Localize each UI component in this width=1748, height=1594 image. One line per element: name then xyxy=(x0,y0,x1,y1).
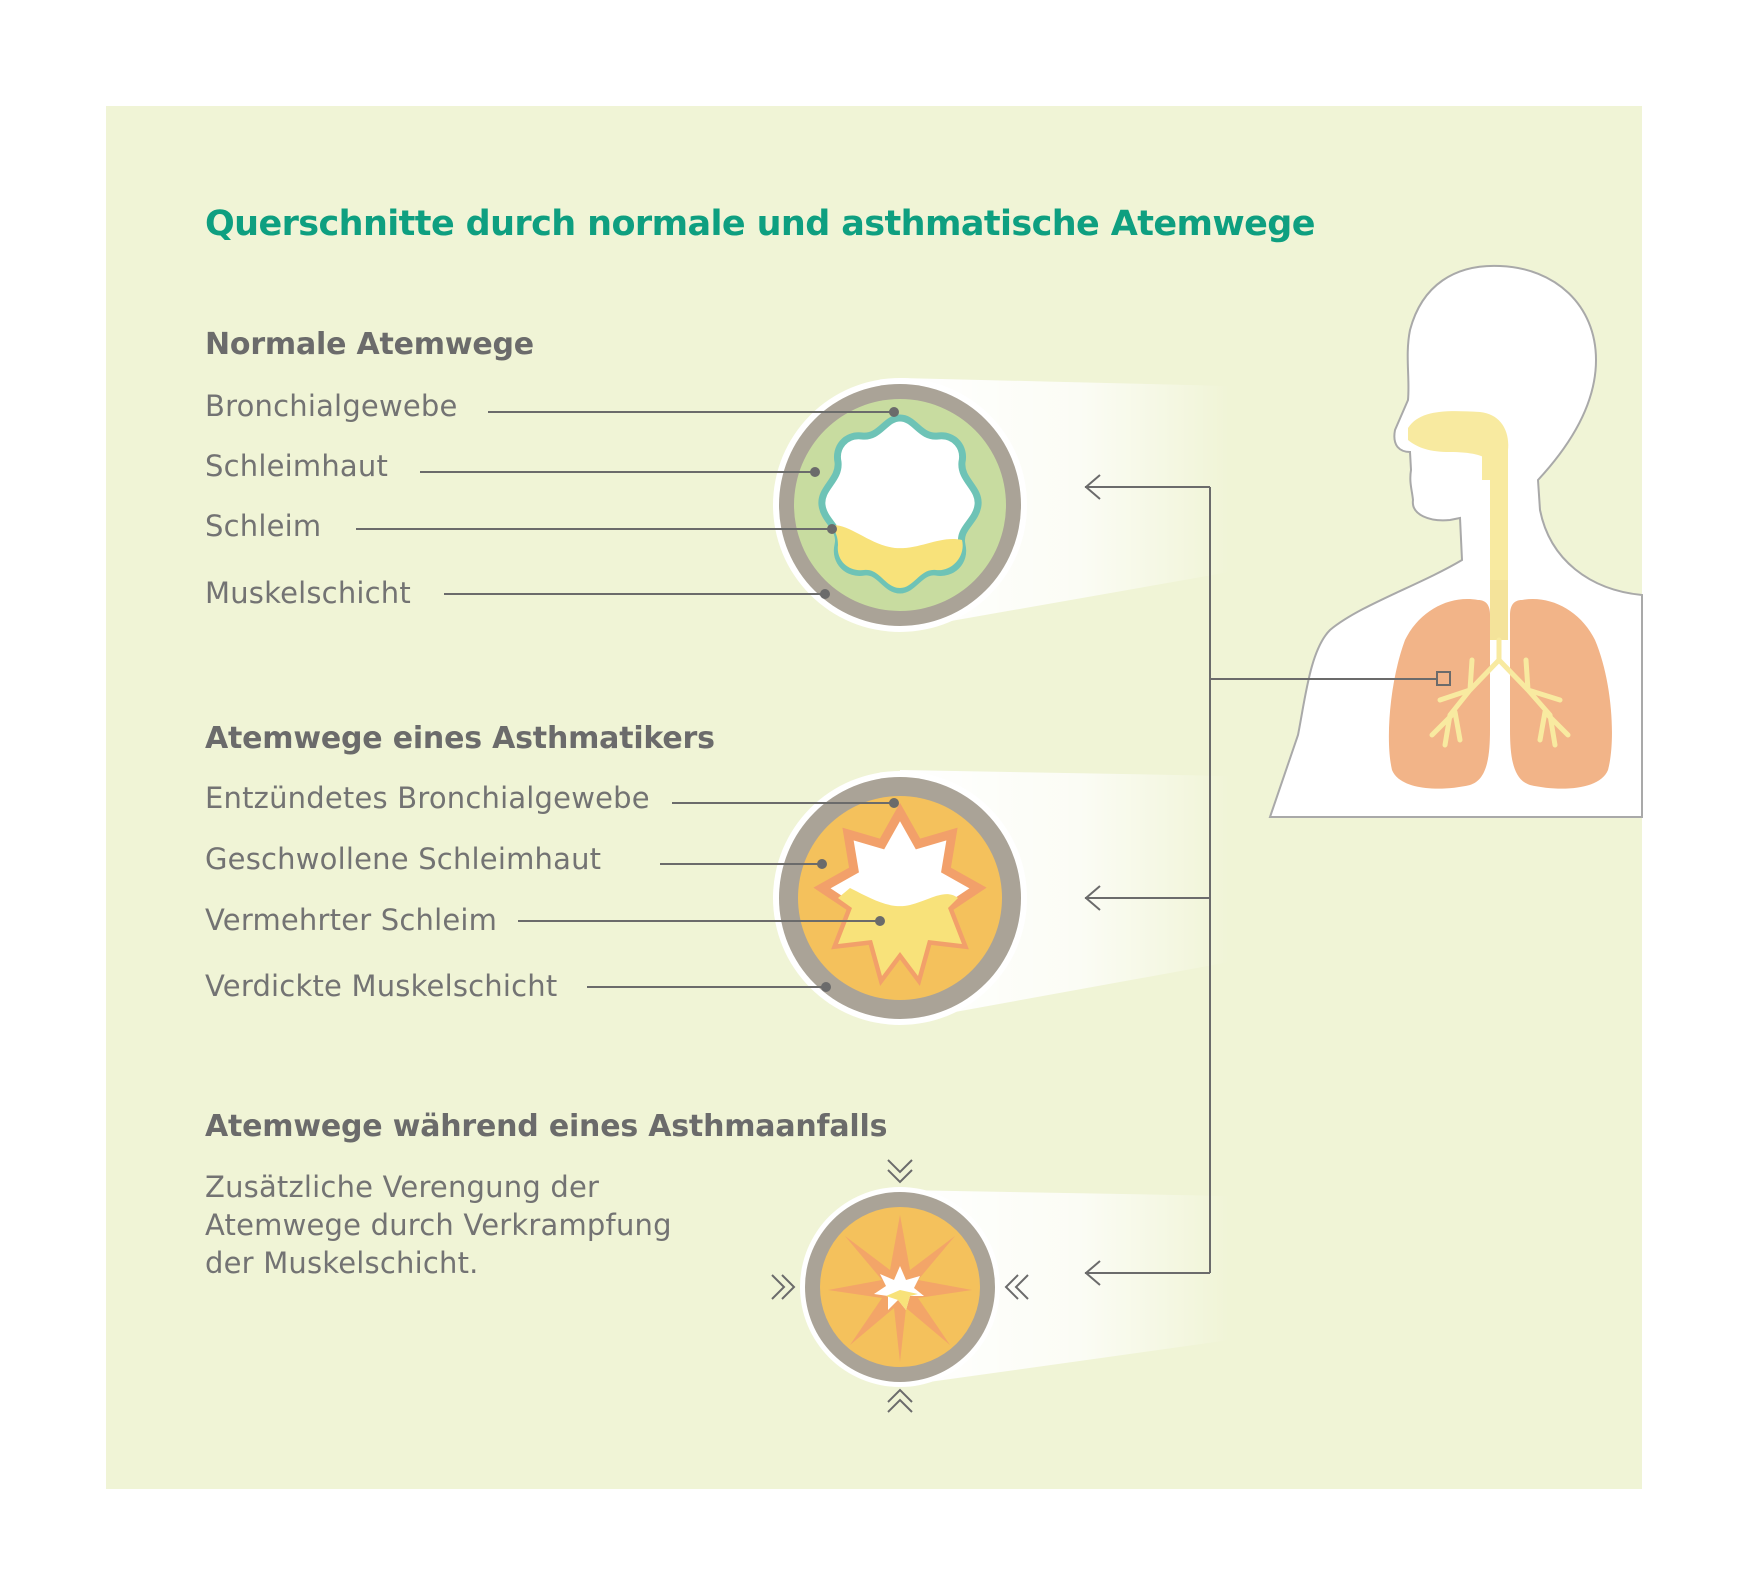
right-lung xyxy=(1510,599,1612,789)
double-chevron-left-icon xyxy=(1004,1274,1029,1300)
description-line: Atemwege durch Verkrampfung xyxy=(205,1208,672,1242)
double-chevron-right-icon xyxy=(771,1274,796,1300)
description-line: Zusätzliche Verengung der xyxy=(205,1170,600,1204)
narrowed-lumen xyxy=(874,1266,924,1310)
increased-mucus xyxy=(838,888,962,976)
asthma-attack-cross-section xyxy=(800,1187,1000,1387)
label-thickened-muscle: Verdickte Muskelschicht xyxy=(205,969,558,1003)
normal-mucus xyxy=(832,524,963,588)
asthmatic-airway-cross-section xyxy=(773,771,1027,1025)
label-muscle-layer: Muskelschicht xyxy=(205,576,411,610)
heading-normal-airways: Normale Atemwege xyxy=(205,327,534,362)
asthma-attack-description: Zusätzliche Verengung der Atemwege durch… xyxy=(205,1168,672,1282)
double-chevron-up-icon xyxy=(887,1388,913,1413)
normal-airway-cross-section xyxy=(773,378,1027,632)
arrow-left-icon xyxy=(1084,885,1101,911)
leader-lines-normal xyxy=(356,407,899,599)
label-increased-mucus: Vermehrter Schleim xyxy=(205,903,498,937)
heading-asthmatic-airways: Atemwege eines Asthmatikers xyxy=(205,721,715,756)
heading-asthma-attack: Atemwege während eines Asthmaanfalls xyxy=(205,1109,888,1144)
leader-lines-asthmatic xyxy=(518,798,899,992)
label-mucus: Schleim xyxy=(205,509,322,543)
label-inflamed-tissue: Entzündetes Bronchialgewebe xyxy=(205,781,650,815)
page-title: Querschnitte durch normale und asthmatis… xyxy=(205,204,1315,244)
arrow-left-icon xyxy=(1084,1260,1101,1286)
description-line: der Muskelschicht. xyxy=(205,1246,479,1280)
label-bronchial-tissue: Bronchialgewebe xyxy=(205,389,458,423)
left-lung xyxy=(1388,599,1490,789)
arrow-left-icon xyxy=(1084,474,1101,500)
human-figure xyxy=(1268,264,1643,818)
bronchial-tree xyxy=(1429,637,1571,748)
double-chevron-down-icon xyxy=(887,1159,913,1184)
label-swollen-mucosa: Geschwollene Schleimhaut xyxy=(205,842,602,876)
label-mucosa: Schleimhaut xyxy=(205,449,389,483)
windpipe xyxy=(1490,580,1508,640)
connector-lines xyxy=(1085,486,1437,1274)
